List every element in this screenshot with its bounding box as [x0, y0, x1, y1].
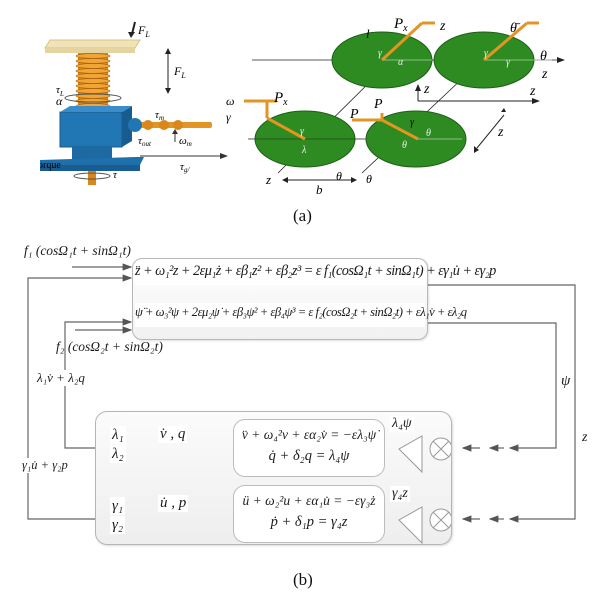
- absorber-lower-eq2: ṗ + δ₁p = γ₄z: [270, 514, 348, 530]
- label-lambda-bl: λ: [301, 145, 307, 156]
- absorber-lower-box: ü + ω₂²u + εα₁u̇ = −εγ₃ż ṗ + δ₁p = γ₄z: [233, 485, 385, 543]
- gamma-feedback-line: [27, 274, 133, 520]
- label-l: l: [366, 26, 370, 41]
- label-z-diag: z: [497, 125, 504, 140]
- label-alpha: α: [56, 94, 63, 108]
- gain-amplifier-upper: [398, 435, 423, 474]
- label-z-right-top: z: [541, 67, 548, 82]
- label-z-axis-up: z: [423, 82, 430, 97]
- screw-thread: [75, 53, 111, 131]
- label-p-mid2: P: [349, 107, 359, 122]
- label-px-left: Px: [273, 90, 288, 108]
- label-tau-bottom: τ: [113, 169, 118, 181]
- psi-label: ψ: [561, 373, 571, 390]
- label-tau-m: τm: [155, 109, 164, 122]
- label-alpha-tl: α: [398, 57, 404, 68]
- label-gamma-left: γ: [226, 110, 231, 124]
- lower-gain-label: γ₄z: [390, 486, 410, 502]
- main-equation-z: z̈ + ω₁²z + 2εμ₁ż + εβ₁z² + εβ₂z³ = ε f₁…: [135, 263, 496, 279]
- label-tau-l: τL: [56, 84, 64, 98]
- psi-output-line: [427, 322, 557, 452]
- absorber-upper-eq1: v̈ + ω₄²v + εα₂v̇ = −ελ₃ψ̇: [241, 427, 377, 442]
- multiplier-lower: [429, 508, 451, 532]
- multiplier-upper: [429, 437, 451, 461]
- label-fl-side: FL: [173, 64, 186, 80]
- absorber-upper-box: v̈ + ω₄²v + εα₂v̇ = −ελ₃ψ̇ q̇ + δ₂q = λ₄…: [233, 419, 385, 477]
- label-gamma-tl: γ: [378, 48, 383, 59]
- f2-input-label: f₂ (cosΩ₂t + sinΩ₂t): [56, 339, 163, 354]
- label-z-top: z: [439, 19, 446, 34]
- worm-shafts: [244, 21, 539, 141]
- label-theta-bottom2: θ: [366, 172, 372, 186]
- caption-a: (a): [293, 206, 312, 225]
- lambda-feedback-label: λ₁v̇ + λ₂q: [37, 370, 85, 386]
- f1-input-label: f₁ (cosΩ₁t + sinΩ₁t): [24, 243, 131, 258]
- label-z-axis-right: z: [529, 84, 536, 99]
- label-b: b: [316, 182, 323, 197]
- label-tau-g: τg/: [180, 161, 190, 174]
- label-theta-bar: θ̄: [510, 21, 521, 36]
- coef-lambda1: λ₁: [110, 426, 126, 444]
- absorber-lower-eq1: ü + ω₂²u + εα₁u̇ = −εγ₃ż: [242, 493, 376, 508]
- screw-jack-illustration: FL FL τL α τm τout ωm orque τ τ n τg/: [40, 21, 228, 185]
- caption-b: (b): [293, 570, 313, 589]
- gamma-feedback-label: γ₁u̇ + γ₂p: [22, 458, 68, 473]
- absorber-container: λ₁ λ₂ v̇ , q γ₁ γ₂ u̇ , p v̈ + ω₄²v + εα…: [95, 411, 452, 545]
- label-gamma-tr2: γ: [506, 57, 511, 68]
- upper-gain-label: λ₄ψ: [390, 416, 414, 432]
- label-torque: orque: [40, 160, 61, 171]
- main-equations-box: z̈ + ω₁²z + 2εμ₁ż + εβ₁z² + εβ₂z³ = ε f₁…: [132, 258, 496, 340]
- upper-output-label: v̇ , q: [158, 426, 188, 443]
- z-output-line: [427, 284, 576, 523]
- gear-array-illustration: l Px z θ̄ θ z γ α γ γ z z z ω Px γ γ λ P…: [226, 16, 565, 197]
- label-omega-left: ω: [226, 94, 234, 108]
- coef-lambda2: λ₂: [110, 445, 126, 463]
- label-tau-out: τout: [138, 135, 152, 148]
- label-p-mid: P: [373, 97, 383, 112]
- label-theta-br: θ: [426, 128, 431, 139]
- signal-blocks: [398, 435, 451, 544]
- label-theta-right: θ: [540, 49, 547, 64]
- main-equation-psi: ψ̈ + ω₃²ψ + 2εμ₂ψ̇ + εβ₃ψ² + εβ₄ψ³ = ε f…: [135, 305, 467, 319]
- label-gamma-tr: γ: [484, 48, 489, 59]
- base-plate: [40, 157, 144, 165]
- label-theta-bottom: θ: [336, 169, 342, 183]
- eq-strip-1: [135, 263, 425, 285]
- gain-amplifier-lower: [398, 506, 423, 544]
- eq-strip-2: [135, 303, 425, 327]
- label-px-top: Px: [393, 16, 408, 34]
- coef-gamma2: γ₂: [110, 516, 126, 534]
- label-z-bottom: z: [265, 172, 271, 187]
- label-theta-br2: θ: [402, 140, 407, 151]
- label-omega-m: ωm: [179, 135, 192, 148]
- label-fl-top: FL: [137, 23, 150, 39]
- absorber-upper-eq2: q̇ + δ₂q = λ₄ψ: [268, 448, 350, 464]
- label-gamma-mid: γ: [410, 117, 415, 128]
- label-gamma-bl: γ: [300, 126, 305, 137]
- coef-gamma1: γ₁: [110, 497, 126, 515]
- gearbox-housing: [59, 111, 123, 148]
- lower-output-label: u̇ , p: [158, 495, 189, 512]
- z-label: z: [582, 430, 588, 445]
